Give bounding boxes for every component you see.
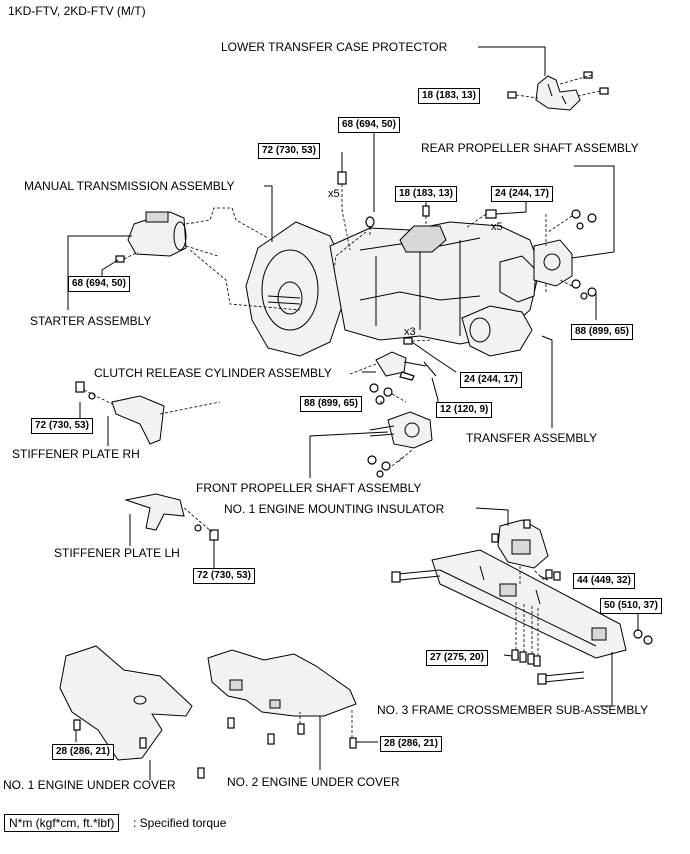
label-stiffener-plate-rh: STIFFENER PLATE RH: [12, 447, 140, 461]
torque-protector: 18 (183, 13): [418, 88, 480, 104]
torque-50: 50 (510, 37): [600, 598, 662, 614]
engine-under-cover-1-part: [59, 645, 235, 779]
torque-18-mid: 18 (183, 13): [395, 186, 457, 202]
multiplier-x5-right: x5: [491, 221, 503, 233]
engine-under-cover-2-part: [207, 649, 357, 749]
label-engine-under-cover-2: NO. 2 ENGINE UNDER COVER: [227, 775, 400, 789]
label-engine-mounting-insulator: NO. 1 ENGINE MOUNTING INSULATOR: [224, 502, 445, 516]
torque-28-left: 28 (286, 21): [52, 744, 114, 760]
multiplier-x5-left: x5: [328, 188, 340, 200]
page-title: 1KD-FTV, 2KD-FTV (M/T): [8, 4, 146, 18]
label-frame-crossmember: NO. 3 FRAME CROSSMEMBER SUB-ASSEMBLY: [377, 703, 649, 717]
front-propeller-shaft-part: [367, 383, 433, 478]
stiffener-plate-lh-part: [124, 493, 219, 541]
torque-72-top: 72 (730, 53): [258, 143, 320, 159]
torque-72-rh: 72 (730, 53): [31, 418, 93, 434]
stiffener-plate-rh-part: [75, 381, 221, 445]
torque-44: 44 (449, 32): [573, 573, 635, 589]
transmission-body: [245, 205, 541, 357]
label-manual-transmission: MANUAL TRANSMISSION ASSEMBLY: [24, 179, 235, 193]
torque-68-starter: 68 (694, 50): [68, 276, 130, 292]
label-engine-under-cover-1: NO. 1 ENGINE UNDER COVER: [3, 778, 176, 792]
legend-unit-box: N*m (kgf*cm, ft.*lbf): [4, 814, 120, 832]
label-clutch-release-cylinder: CLUTCH RELEASE CYLINDER ASSEMBLY: [94, 366, 332, 380]
label-stiffener-plate-lh: STIFFENER PLATE LH: [54, 546, 180, 560]
torque-72-lh: 72 (730, 53): [193, 568, 255, 584]
torque-12: 12 (120, 9): [436, 402, 493, 418]
frame-crossmember-part: [391, 549, 653, 707]
engine-mounting-insulator-part: [491, 519, 561, 581]
label-lower-transfer-case-protector: LOWER TRANSFER CASE PROTECTOR: [221, 40, 448, 54]
multiplier-x3: x3: [404, 326, 416, 338]
torque-88-rear: 88 (899, 65): [571, 324, 633, 340]
clutch-release-cylinder-part: [349, 351, 437, 381]
rear-propeller-shaft-part: [533, 165, 615, 300]
torque-24-top: 24 (244, 17): [491, 186, 553, 202]
torque-88-front: 88 (899, 65): [300, 396, 362, 412]
bolt-72-top: [337, 171, 347, 185]
torque-24-mid: 24 (244, 17): [460, 372, 522, 388]
torque-28-right: 28 (286, 21): [380, 736, 442, 752]
torque-68-top: 68 (694, 50): [338, 117, 400, 133]
torque-27: 27 (275, 20): [426, 650, 488, 666]
label-transfer-assembly: TRANSFER ASSEMBLY: [466, 431, 598, 445]
label-starter-assembly: STARTER ASSEMBLY: [30, 314, 152, 328]
label-rear-propeller-shaft: REAR PROPELLER SHAFT ASSEMBLY: [421, 141, 639, 155]
label-front-propeller-shaft: FRONT PROPELLER SHAFT ASSEMBLY: [196, 481, 422, 495]
legend-text: : Specified torque: [133, 816, 227, 830]
starter-assembly-part: [115, 207, 301, 311]
lower-transfer-case-protector-part: [478, 46, 609, 111]
